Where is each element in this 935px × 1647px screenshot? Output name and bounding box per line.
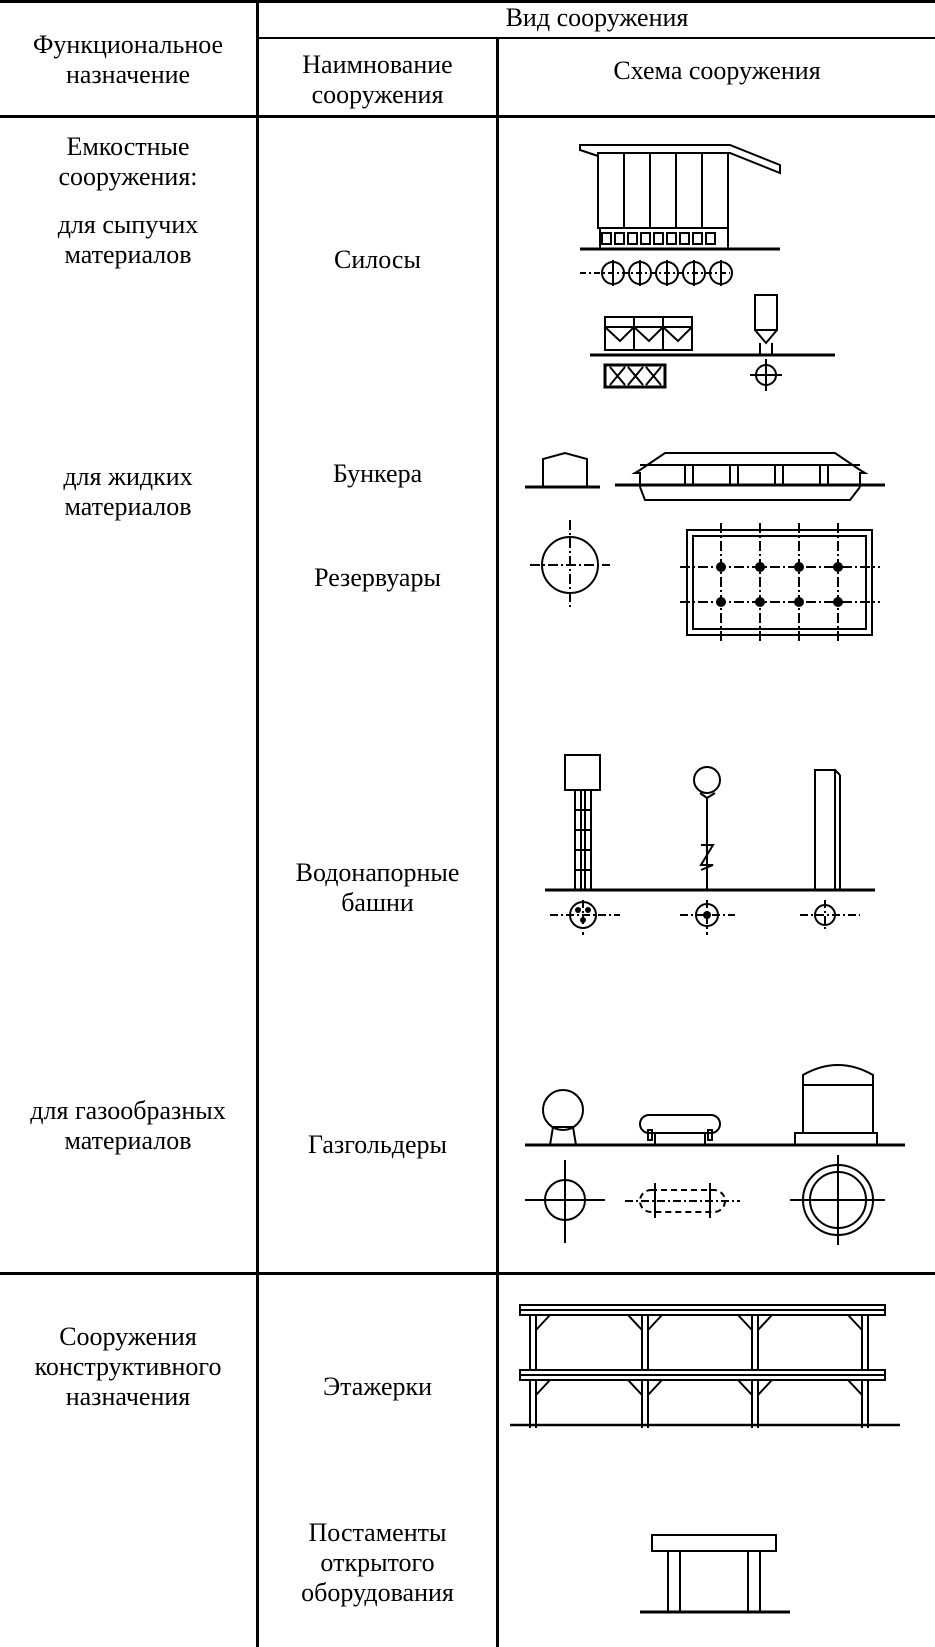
silo-scheme-icon [570, 145, 850, 395]
row-constructive-label: Сооружения конструктивного назначения [34, 1322, 222, 1411]
column-divider-1 [256, 0, 259, 1647]
row-gas-label: для газообразных материалов [30, 1096, 226, 1155]
header-structure-name: Наимнование сооружения [302, 50, 453, 109]
name-bunkers: Бункера [332, 459, 423, 488]
table-top-rule [0, 0, 935, 3]
bunker-scheme-icon [525, 445, 905, 505]
gasholder-scheme-icon [525, 1055, 905, 1245]
pedestal-scheme-icon [640, 1530, 790, 1620]
name-shelves: Этажерки [322, 1372, 433, 1401]
reservoir-scheme-icon [525, 515, 905, 645]
row-liquid-label: для жидких материалов [63, 462, 193, 521]
name-pedestals: Постаменты открытого оборудования [301, 1518, 454, 1607]
header-structure-type: Вид сооружения [505, 3, 689, 32]
shelf-scheme-icon [505, 1300, 905, 1450]
row-bulk-label: для сыпучих материалов [57, 210, 199, 269]
header-group-rule [258, 37, 935, 39]
header-functional-purpose: Функциональное назначение [32, 30, 224, 89]
name-silos: Силосы [334, 245, 421, 274]
name-reservoirs: Резервуары [314, 563, 441, 592]
water-tower-scheme-icon [545, 750, 875, 935]
header-structure-scheme: Схема сооружения [613, 56, 821, 85]
section-divider-rule [0, 1272, 935, 1275]
name-water-towers: Водонапорные башни [295, 858, 460, 917]
column-divider-2 [496, 37, 499, 1647]
header-bottom-rule [0, 115, 935, 118]
name-gasholders: Газгольдеры [308, 1130, 447, 1159]
row-capacitive-label: Емкостные сооружения: [58, 132, 198, 191]
